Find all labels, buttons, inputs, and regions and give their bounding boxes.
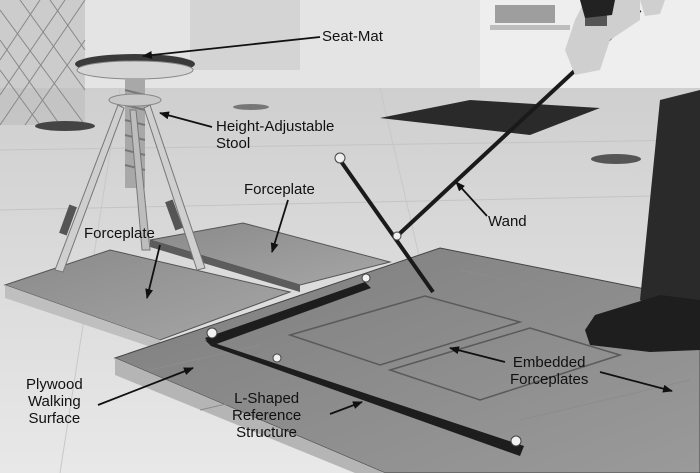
label-forceplate-top: Forceplate — [244, 181, 315, 198]
l-shaped-reference-structure — [205, 273, 524, 456]
embedded-forceplate-1 — [287, 295, 523, 366]
label-plywood-line1: Plywood — [26, 376, 83, 393]
label-embedded-forceplates: Embedded Forceplates — [510, 354, 588, 388]
label-lshape-line2: Reference — [232, 407, 302, 424]
floor-drain — [591, 154, 641, 164]
label-height-adjustable-stool: Height-Adjustable Stool — [216, 118, 334, 152]
wall-cabinet — [190, 0, 300, 70]
label-plywood-line3: Surface — [28, 410, 81, 427]
embedded-forceplate-2 — [387, 327, 623, 401]
person — [565, 0, 700, 352]
label-stool-line2: Stool — [216, 135, 251, 152]
height-adjustable-stool — [54, 54, 206, 273]
annotation-arrows — [97, 36, 673, 415]
label-plywood-walking-surface: Plywood Walking Surface — [26, 376, 83, 427]
label-forceplate-left: Forceplate — [84, 225, 155, 242]
floor-mat — [380, 100, 600, 135]
arrow-embedded-2 — [599, 371, 673, 393]
label-embedded-line1: Embedded — [512, 354, 586, 371]
arrow-seat-mat — [142, 36, 321, 60]
shoe — [585, 295, 700, 352]
label-stool-line1: Height-Adjustable — [216, 118, 335, 135]
arrow-forceplate-top — [270, 199, 289, 253]
arrow-plywood — [97, 367, 194, 406]
label-wand: Wand — [488, 213, 527, 230]
arrow-embedded-1 — [449, 346, 506, 363]
arrow-forceplate-left — [145, 244, 161, 299]
label-embedded-line2: Forceplates — [510, 371, 589, 388]
trouser-leg — [640, 90, 700, 315]
arrow-wand — [455, 181, 488, 217]
label-l-shaped-reference-structure: L-Shaped Reference Structure — [232, 390, 301, 441]
net-frame — [0, 0, 95, 131]
arrow-stool — [159, 111, 213, 128]
label-lshape-line1: L-Shaped — [234, 390, 300, 407]
label-seat-mat: Seat-Mat — [322, 28, 383, 45]
label-lshape-line3: Structure — [236, 424, 298, 441]
label-plywood-line2: Walking — [27, 393, 81, 410]
arrow-l-shape — [329, 401, 363, 415]
